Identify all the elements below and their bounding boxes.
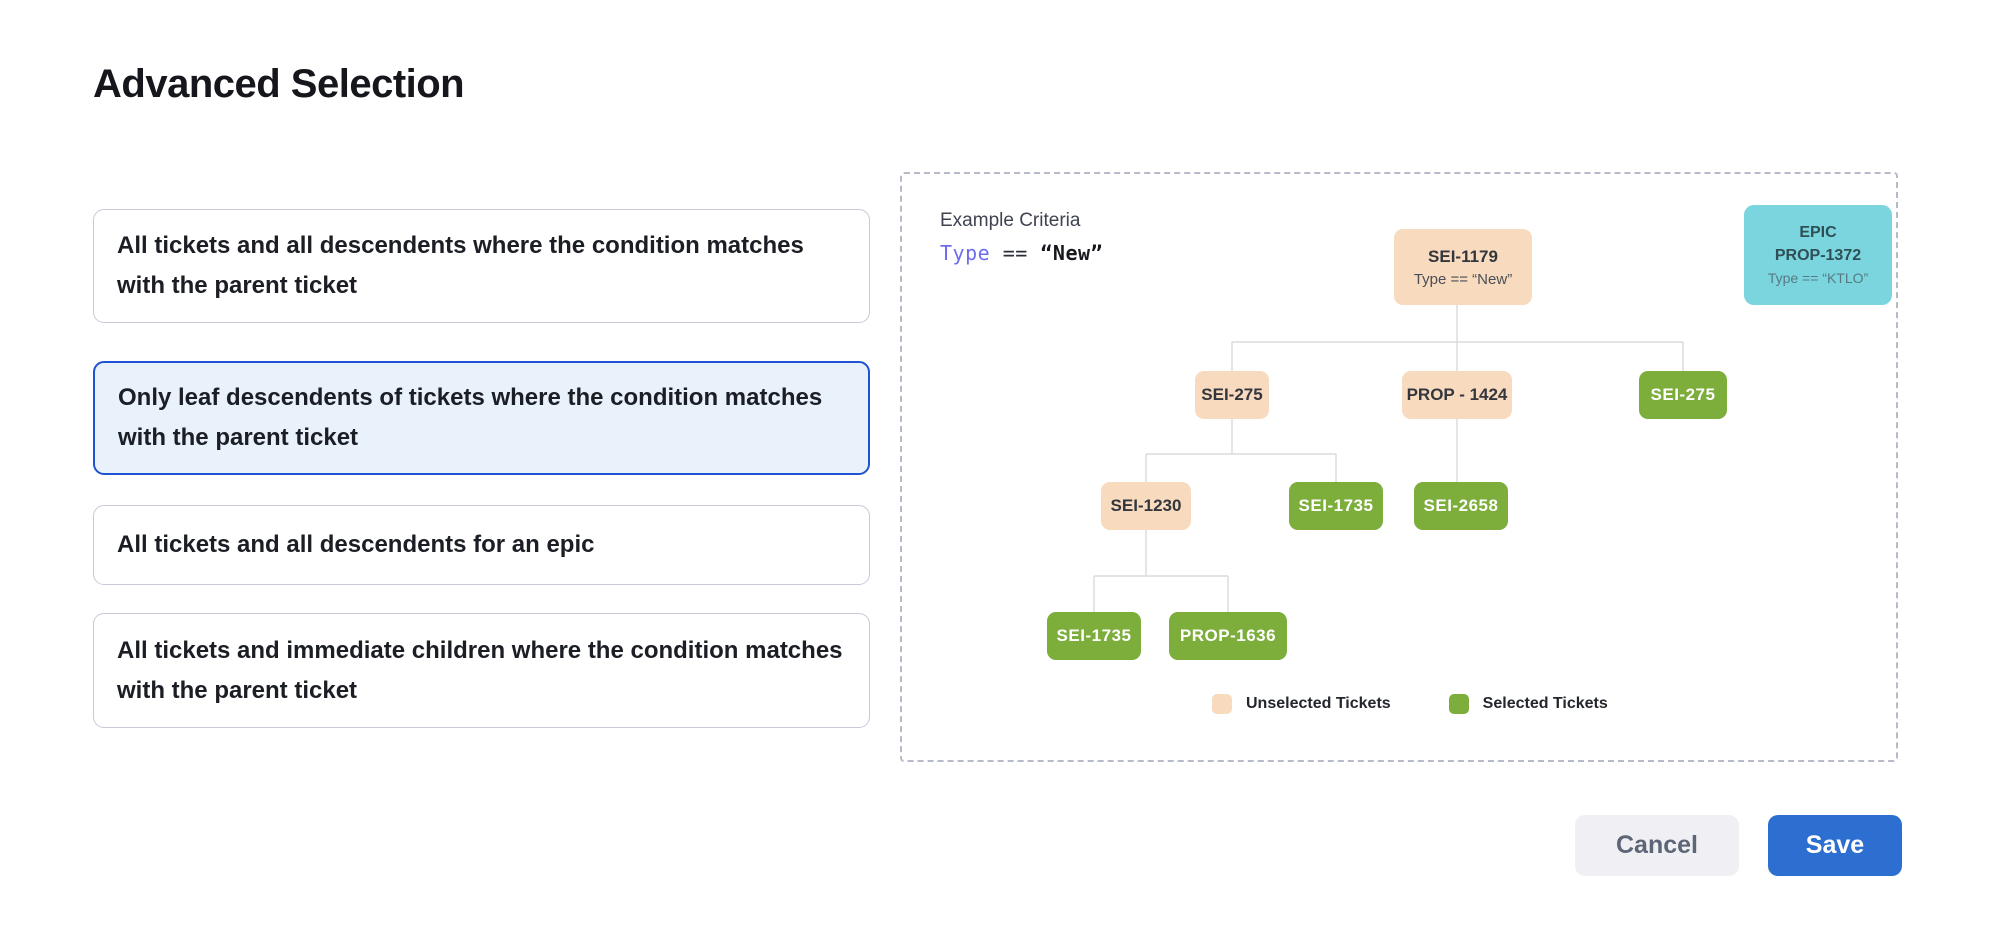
selected-tickets-swatch	[1448, 694, 1469, 714]
criteria-value: “New”	[1040, 241, 1104, 265]
tree-node-label: SEI-1179	[1428, 246, 1498, 266]
option-card-4[interactable]: All tickets and immediate children where…	[93, 613, 870, 728]
tree-node-label: SEI-275	[1201, 385, 1263, 404]
tree-legend: Unselected Tickets Selected Tickets	[1212, 694, 1608, 714]
tree-node-prop-1636: PROP-1636	[1169, 612, 1287, 660]
tree-node-sei-1230: SEI-1230	[1101, 482, 1191, 530]
tree-node-label: SEI-1230	[1110, 496, 1182, 515]
unselected-tickets-swatch	[1212, 694, 1232, 714]
option-label: Only leaf descendents of tickets where t…	[118, 384, 823, 451]
tree-node-sei-275-selected: SEI-275	[1639, 371, 1727, 419]
tree-node-sei-1179: SEI-1179 Type == “New”	[1394, 229, 1532, 305]
page-title: Advanced Selection	[93, 62, 465, 106]
cancel-button[interactable]: Cancel	[1575, 815, 1739, 876]
save-button[interactable]: Save	[1768, 815, 1902, 876]
option-label: All tickets and all descendents for an e…	[117, 531, 595, 558]
legend-label: Selected Tickets	[1482, 695, 1608, 712]
option-card-2[interactable]: Only leaf descendents of tickets where t…	[93, 361, 870, 475]
option-label: All tickets and immediate children where…	[117, 636, 843, 704]
criteria-operator: ==	[1002, 241, 1028, 265]
tree-node-sei-1735-selected: SEI-1735	[1289, 482, 1383, 530]
epic-card: EPIC PROP-1372 Type == “KTLO”	[1744, 205, 1892, 305]
tree-node-label: PROP-1636	[1179, 626, 1277, 645]
tree-node-sei-1735-leaf: SEI-1735	[1047, 612, 1141, 660]
criteria-field: Type	[940, 241, 991, 265]
legend-item-selected: Selected Tickets	[1448, 694, 1608, 714]
legend-item-unselected: Unselected Tickets	[1212, 694, 1391, 714]
tree-node-label: SEI-275	[1650, 385, 1716, 404]
tree-node-sei-275-unselected: SEI-275	[1195, 371, 1269, 419]
epic-card-condition: Type == “KTLO”	[1767, 270, 1869, 286]
tree-node-condition: Type == “New”	[1413, 270, 1513, 288]
example-criteria-heading: Example Criteria	[940, 210, 1081, 231]
tree-node-label: SEI-1735	[1056, 626, 1132, 645]
tree-node-label: SEI-1735	[1298, 496, 1374, 515]
option-card-3[interactable]: All tickets and all descendents for an e…	[93, 505, 870, 585]
criteria-expression: Type == “New”	[940, 241, 1103, 265]
example-criteria-panel: Example Criteria Type == “New” EPIC PROP…	[900, 172, 1898, 762]
legend-label: Unselected Tickets	[1246, 695, 1391, 712]
tree-node-label: PROP - 1424	[1406, 385, 1508, 404]
epic-card-type: EPIC	[1799, 224, 1837, 241]
option-label: All tickets and all descendents where th…	[117, 232, 804, 299]
epic-card-id: PROP-1372	[1774, 247, 1862, 264]
option-card-1[interactable]: All tickets and all descendents where th…	[93, 209, 870, 323]
tree-node-label: SEI-2658	[1423, 496, 1499, 515]
tree-node-sei-2658: SEI-2658	[1414, 482, 1508, 530]
tree-connectors	[1093, 305, 1684, 612]
tree-node-prop-1424: PROP - 1424	[1402, 371, 1512, 419]
